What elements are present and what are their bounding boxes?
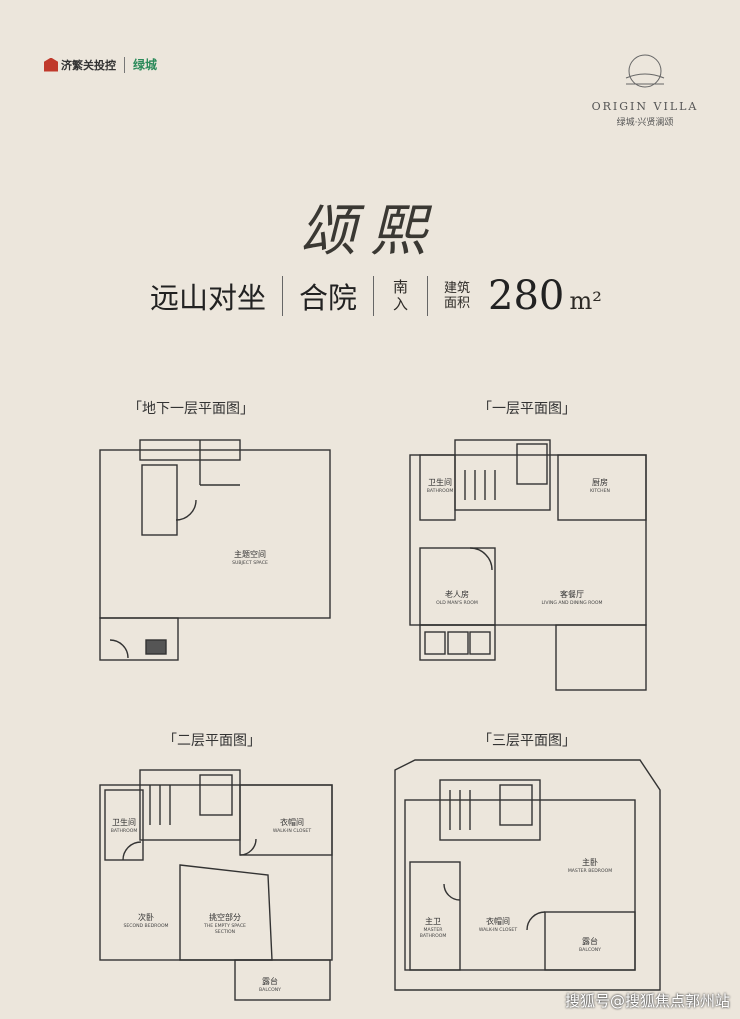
room-label: 老人房: [445, 589, 469, 599]
room-label-en: MASTER: [424, 927, 444, 933]
room-label-en: BATHROOM: [427, 488, 454, 494]
brand-logo: ORIGIN VILLA 绿城·兴贤澜颂: [590, 48, 700, 128]
room-label: 挑空部分: [209, 912, 241, 922]
room-label: 主卧: [582, 857, 598, 867]
feature-line: 远山对坐 合院 南入 建筑面积 280 m²: [150, 268, 602, 324]
room-label-en: SECOND BEDROOM: [123, 923, 168, 929]
area-figure: 280 m²: [488, 273, 602, 319]
room-label: 客餐厅: [560, 589, 584, 599]
area-label: 建筑面积: [444, 281, 471, 311]
room-label-en: MASTER BEDROOM: [568, 868, 612, 874]
floor-plan-basement: [99, 439, 331, 661]
divider: [282, 276, 284, 316]
room-label-en: SUBJECT SPACE: [232, 560, 268, 566]
room-label-en: BATHROOM: [420, 933, 447, 939]
brand-name-cn: 绿城·兴贤澜颂: [616, 118, 674, 128]
plan-title-first-floor: 「一层平面图」: [478, 401, 576, 417]
room-label-en: WALK-IN CLOSET: [479, 927, 517, 933]
area-value: 280: [488, 273, 565, 319]
feature-tag-mountain: 远山对坐: [150, 281, 267, 315]
room-label: 露台: [582, 936, 598, 946]
developer-logos: 济繁关投控 绿城: [44, 56, 157, 73]
developer-logo: 济繁关投控: [44, 57, 116, 73]
logo-divider: [124, 56, 125, 73]
brand-emblem-icon: [625, 54, 665, 88]
room-label: 衣帽间: [280, 817, 304, 827]
room-label-en: BATHROOM: [111, 828, 138, 834]
room-label: 卫生间: [112, 817, 136, 827]
room-label: 露台: [262, 976, 278, 986]
orientation-label: 南入: [391, 279, 410, 313]
page-title: 颂熙: [300, 199, 440, 264]
area-unit: m²: [569, 287, 602, 315]
watermark: 搜狐号@搜狐焦点郭州站: [564, 992, 730, 1010]
room-label-en: BALCONY: [259, 987, 281, 993]
room-label-en: LIVING AND DINING ROOM: [542, 600, 603, 606]
room-label: 主卫: [425, 916, 441, 926]
room-label-en: THE EMPTY SPACE: [203, 923, 246, 929]
developer-logo-text: 济繁关投控: [61, 58, 116, 72]
room-label: 卫生间: [428, 477, 452, 487]
developer-logo-icon: [44, 57, 58, 72]
floor-plan-third-floor: [394, 759, 661, 991]
room-label-en: KITCHEN: [590, 488, 610, 494]
plan-title-basement: 「地下一层平面图」: [128, 401, 254, 417]
room-label: 次卧: [138, 912, 154, 922]
room-label-en: SECTION: [215, 929, 235, 935]
room-label-en: WALK-IN CLOSET: [273, 828, 311, 834]
room-label-en: BALCONY: [579, 947, 601, 953]
room-label: 厨房: [592, 477, 608, 487]
room-label: 主题空间: [234, 549, 266, 559]
divider: [427, 276, 429, 316]
plan-title-third-floor: 「三层平面图」: [478, 733, 576, 749]
floor-plan-second-floor: [99, 769, 333, 1001]
brand-name-en: ORIGIN VILLA: [591, 100, 699, 113]
room-label: 衣帽间: [486, 916, 510, 926]
feature-tag-courtyard: 合院: [299, 281, 358, 315]
partner-logo: 绿城: [133, 58, 158, 72]
room-label-en: OLD MAN'S ROOM: [436, 600, 478, 606]
divider: [373, 276, 375, 316]
plan-title-second-floor: 「二层平面图」: [163, 733, 261, 749]
floor-plan-first-floor: [409, 439, 647, 691]
